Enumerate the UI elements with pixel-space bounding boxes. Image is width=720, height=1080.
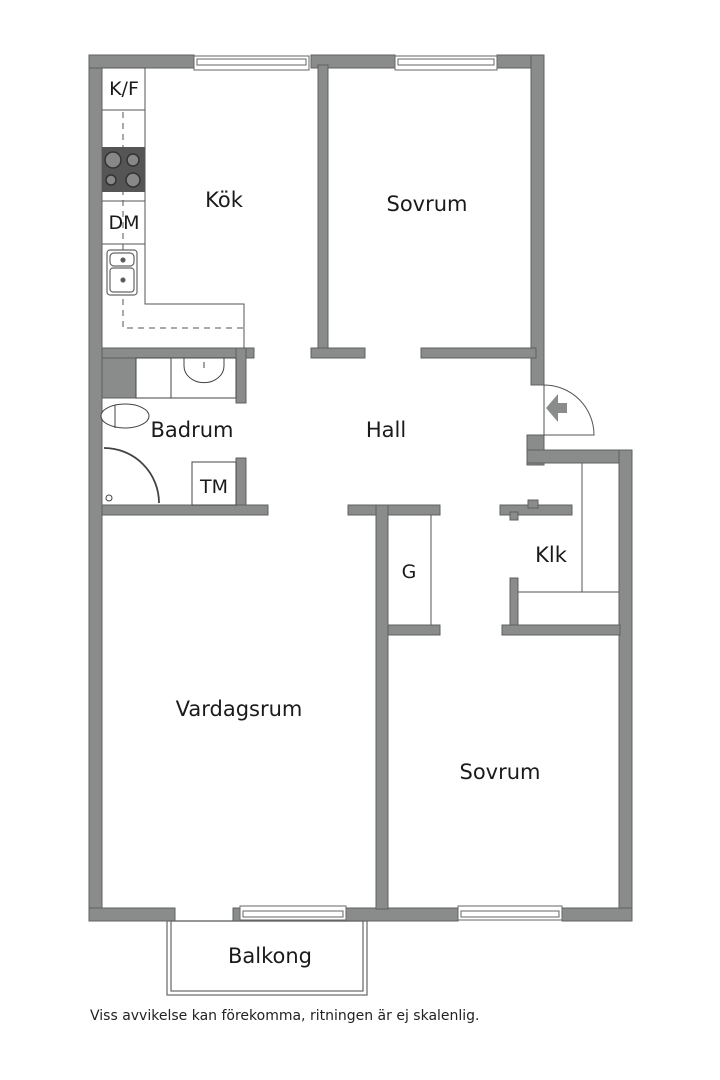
fixture-kf: K/F	[109, 78, 139, 100]
fixture-dm: DM	[108, 212, 140, 234]
wall-left	[88, 54, 103, 922]
room-hall: Hall	[365, 418, 407, 442]
room-balkong: Balkong	[227, 944, 313, 968]
room-tm: TM	[200, 476, 228, 498]
room-sovrum-1: Sovrum	[386, 192, 468, 216]
room-kok: Kök	[205, 188, 243, 212]
room-vardagsrum: Vardagsrum	[175, 697, 303, 721]
room-klk: Klk	[535, 543, 567, 567]
entrance-door-icon	[543, 384, 595, 436]
sink-icon	[106, 249, 138, 296]
room-sovrum-2: Sovrum	[459, 760, 541, 784]
room-g: G	[401, 561, 417, 583]
disclaimer-text: Viss avvikelse kan förekomma, ritningen …	[90, 1008, 480, 1024]
room-badrum: Badrum	[150, 418, 234, 442]
